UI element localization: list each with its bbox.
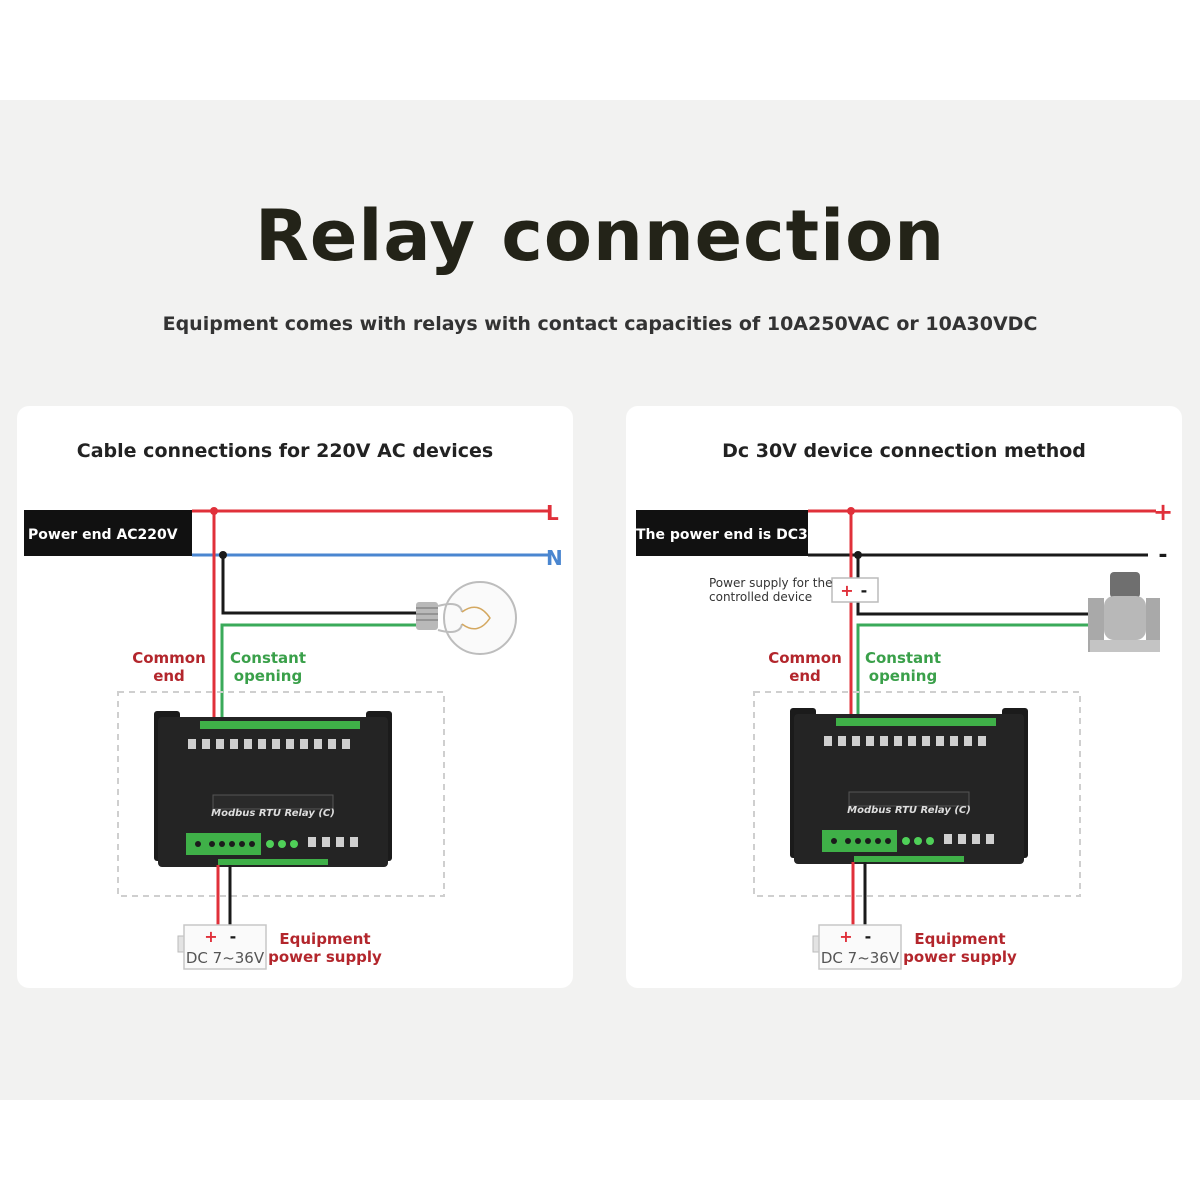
dc-psu-minus: -: [865, 927, 872, 946]
ac-diagram: Power end AC220V L N Common end Constant…: [24, 501, 563, 970]
ac-psu-plus: +: [204, 927, 217, 946]
dc-common-label-2: end: [789, 667, 821, 685]
dc-equipment-label-1: Equipment: [914, 930, 1005, 948]
ac-psu-box: [183, 924, 267, 970]
dc-negative-wire: [856, 555, 1090, 616]
page-title: Relay connection: [254, 195, 946, 277]
ac-line-l-label: L: [546, 501, 559, 525]
dc-relay-device: Modbus RTU Relay (C): [789, 707, 1029, 865]
ac-device-name: Modbus RTU Relay (C): [211, 808, 335, 819]
ac-panel: [17, 406, 573, 988]
dc-opening-label-2: opening: [869, 667, 937, 685]
dc-common-label-1: Common: [768, 649, 842, 667]
dc-psu-plus: +: [839, 927, 852, 946]
ac-psu-minus: -: [230, 927, 237, 946]
dc-controlled-supply-label-2: controlled device: [709, 590, 812, 604]
dc-diagram: The power end is DC30V + - + - Power sup…: [636, 498, 1173, 970]
dc-power-box: [636, 510, 808, 556]
ac-panel-title: Cable connections for 220V AC devices: [76, 440, 494, 462]
dc-power-label: The power end is DC30V: [636, 527, 828, 543]
dc-device-frame: [753, 691, 1081, 897]
dc-small-minus: -: [861, 581, 868, 600]
ac-equipment-label-2: power supply: [268, 948, 382, 966]
ac-opening-label-1: Constant: [230, 649, 306, 667]
dc-controlled-supply-box: [831, 577, 879, 603]
ac-line-n-label: N: [546, 546, 563, 570]
dc-line-positive-label: +: [1153, 498, 1173, 526]
dc-panel: [626, 406, 1182, 988]
dc-psu-box: [818, 924, 902, 970]
dc-line-negative-label: -: [1158, 543, 1167, 568]
ac-opening-label-2: opening: [234, 667, 302, 685]
ac-common-label-2: end: [153, 667, 185, 685]
dc-opening-label-1: Constant: [865, 649, 941, 667]
dc-controlled-supply-label-1: Power supply for the: [709, 576, 832, 590]
ac-relay-device: Modbus RTU Relay (C): [153, 710, 393, 868]
ac-power-box: [24, 510, 192, 556]
ac-neutral-wire: [221, 555, 420, 615]
dc-panel-title: Dc 30V device connection method: [722, 440, 1086, 462]
dc-opening-wire: [856, 623, 1090, 715]
ac-power-label: Power end AC220V: [28, 527, 178, 543]
page-subtitle: Equipment comes with relays with contact…: [162, 313, 1038, 335]
ac-equipment-label-1: Equipment: [279, 930, 370, 948]
ac-opening-wire: [220, 623, 420, 718]
ac-psu-label: DC 7~36V: [186, 949, 265, 967]
ac-device-frame: [117, 691, 445, 897]
dc-equipment-label-2: power supply: [903, 948, 1017, 966]
ac-common-label-1: Common: [132, 649, 206, 667]
dc-small-plus: +: [840, 581, 853, 600]
solenoid-valve-icon: [1088, 572, 1160, 652]
dc-psu-label: DC 7~36V: [821, 949, 900, 967]
bulb-icon: [416, 581, 517, 655]
dc-device-name: Modbus RTU Relay (C): [847, 805, 971, 816]
